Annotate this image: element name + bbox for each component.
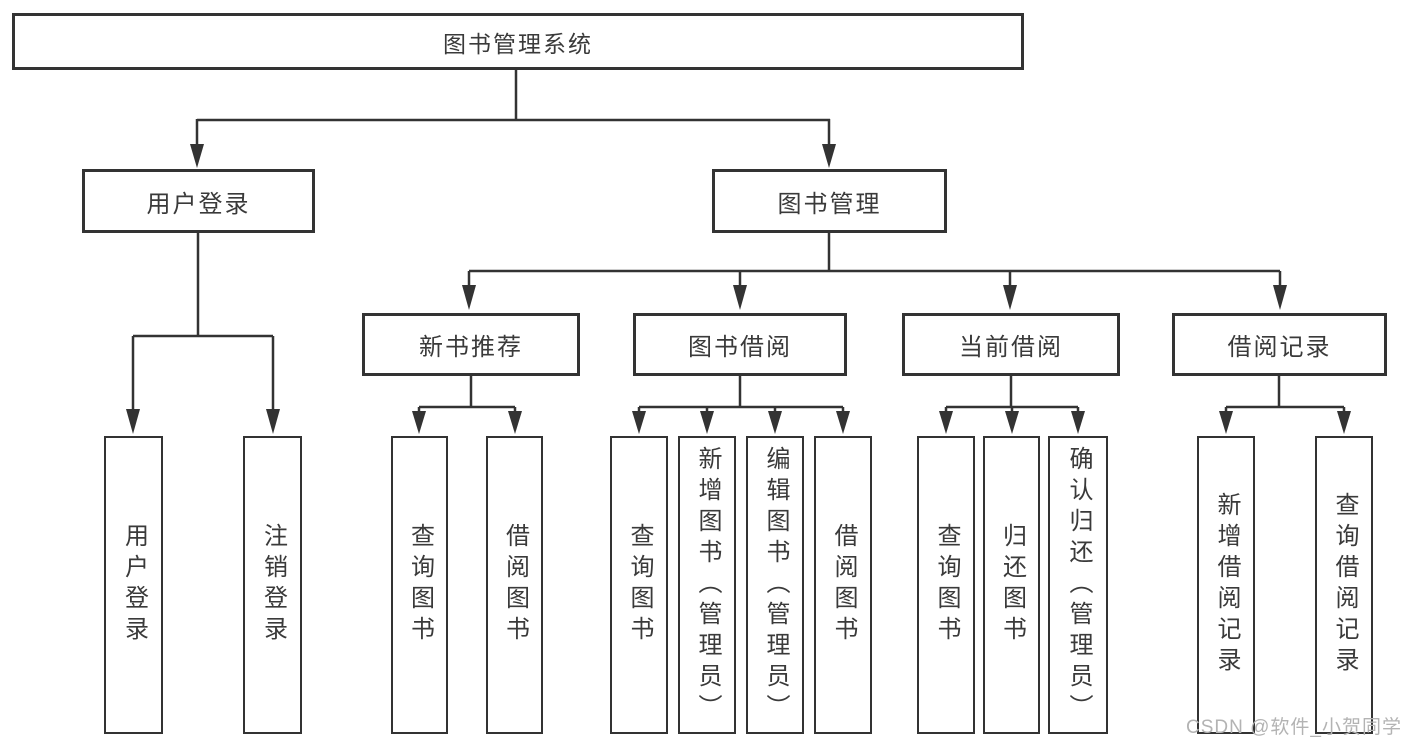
leaf-confirm-return-admin-label: 确认归还（管理员） xyxy=(1065,445,1092,725)
leaf-query-borrow-record: 查询借阅记录 xyxy=(1315,436,1373,734)
leaf-query-books-2-label: 查询图书 xyxy=(626,523,653,647)
leaf-query-books-1-label: 查询图书 xyxy=(406,523,434,647)
node-book-borrow: 图书借阅 xyxy=(633,313,847,376)
node-current-borrow: 当前借阅 xyxy=(902,313,1120,376)
node-new-book-recommend-label: 新书推荐 xyxy=(419,334,523,361)
leaf-borrow-books-2-label: 借阅图书 xyxy=(830,523,857,647)
leaf-add-borrow-record: 新增借阅记录 xyxy=(1197,436,1255,734)
node-book-management: 图书管理 xyxy=(712,169,947,233)
node-user-login-label: 用户登录 xyxy=(146,190,251,218)
leaf-borrow-books-1: 借阅图书 xyxy=(486,436,543,734)
leaf-query-books-3: 查询图书 xyxy=(917,436,975,734)
leaf-logout: 注销登录 xyxy=(243,436,302,734)
leaf-add-borrow-record-label: 新增借阅记录 xyxy=(1213,492,1240,678)
node-borrow-records-label: 借阅记录 xyxy=(1227,334,1332,361)
leaf-edit-book-admin-label: 编辑图书（管理员） xyxy=(762,445,789,725)
node-user-login: 用户登录 xyxy=(82,169,315,233)
leaf-return-book: 归还图书 xyxy=(983,436,1040,734)
node-root: 图书管理系统 xyxy=(12,13,1024,70)
leaf-return-book-label: 归还图书 xyxy=(998,523,1026,647)
node-borrow-records: 借阅记录 xyxy=(1172,313,1387,376)
watermark: CSDN @软件_小贺同学 xyxy=(1186,717,1402,738)
node-book-management-label: 图书管理 xyxy=(777,190,882,218)
node-current-borrow-label: 当前借阅 xyxy=(959,334,1063,361)
leaf-add-book-admin-label: 新增图书（管理员） xyxy=(694,445,721,725)
leaf-query-borrow-record-label: 查询借阅记录 xyxy=(1331,492,1358,678)
node-book-borrow-label: 图书借阅 xyxy=(688,334,792,361)
node-root-label: 图书管理系统 xyxy=(443,30,593,57)
leaf-logout-label: 注销登录 xyxy=(259,523,287,647)
leaf-borrow-books-2: 借阅图书 xyxy=(814,436,872,734)
leaf-query-books-3-label: 查询图书 xyxy=(933,523,960,647)
leaf-query-books-2: 查询图书 xyxy=(610,436,668,734)
leaf-query-books-1: 查询图书 xyxy=(391,436,448,734)
leaf-edit-book-admin: 编辑图书（管理员） xyxy=(746,436,804,734)
node-new-book-recommend: 新书推荐 xyxy=(362,313,580,376)
leaf-borrow-books-1-label: 借阅图书 xyxy=(501,523,529,647)
leaf-user-login-label: 用户登录 xyxy=(120,523,148,647)
leaf-confirm-return-admin: 确认归还（管理员） xyxy=(1048,436,1108,734)
leaf-user-login: 用户登录 xyxy=(104,436,163,734)
leaf-add-book-admin: 新增图书（管理员） xyxy=(678,436,736,734)
